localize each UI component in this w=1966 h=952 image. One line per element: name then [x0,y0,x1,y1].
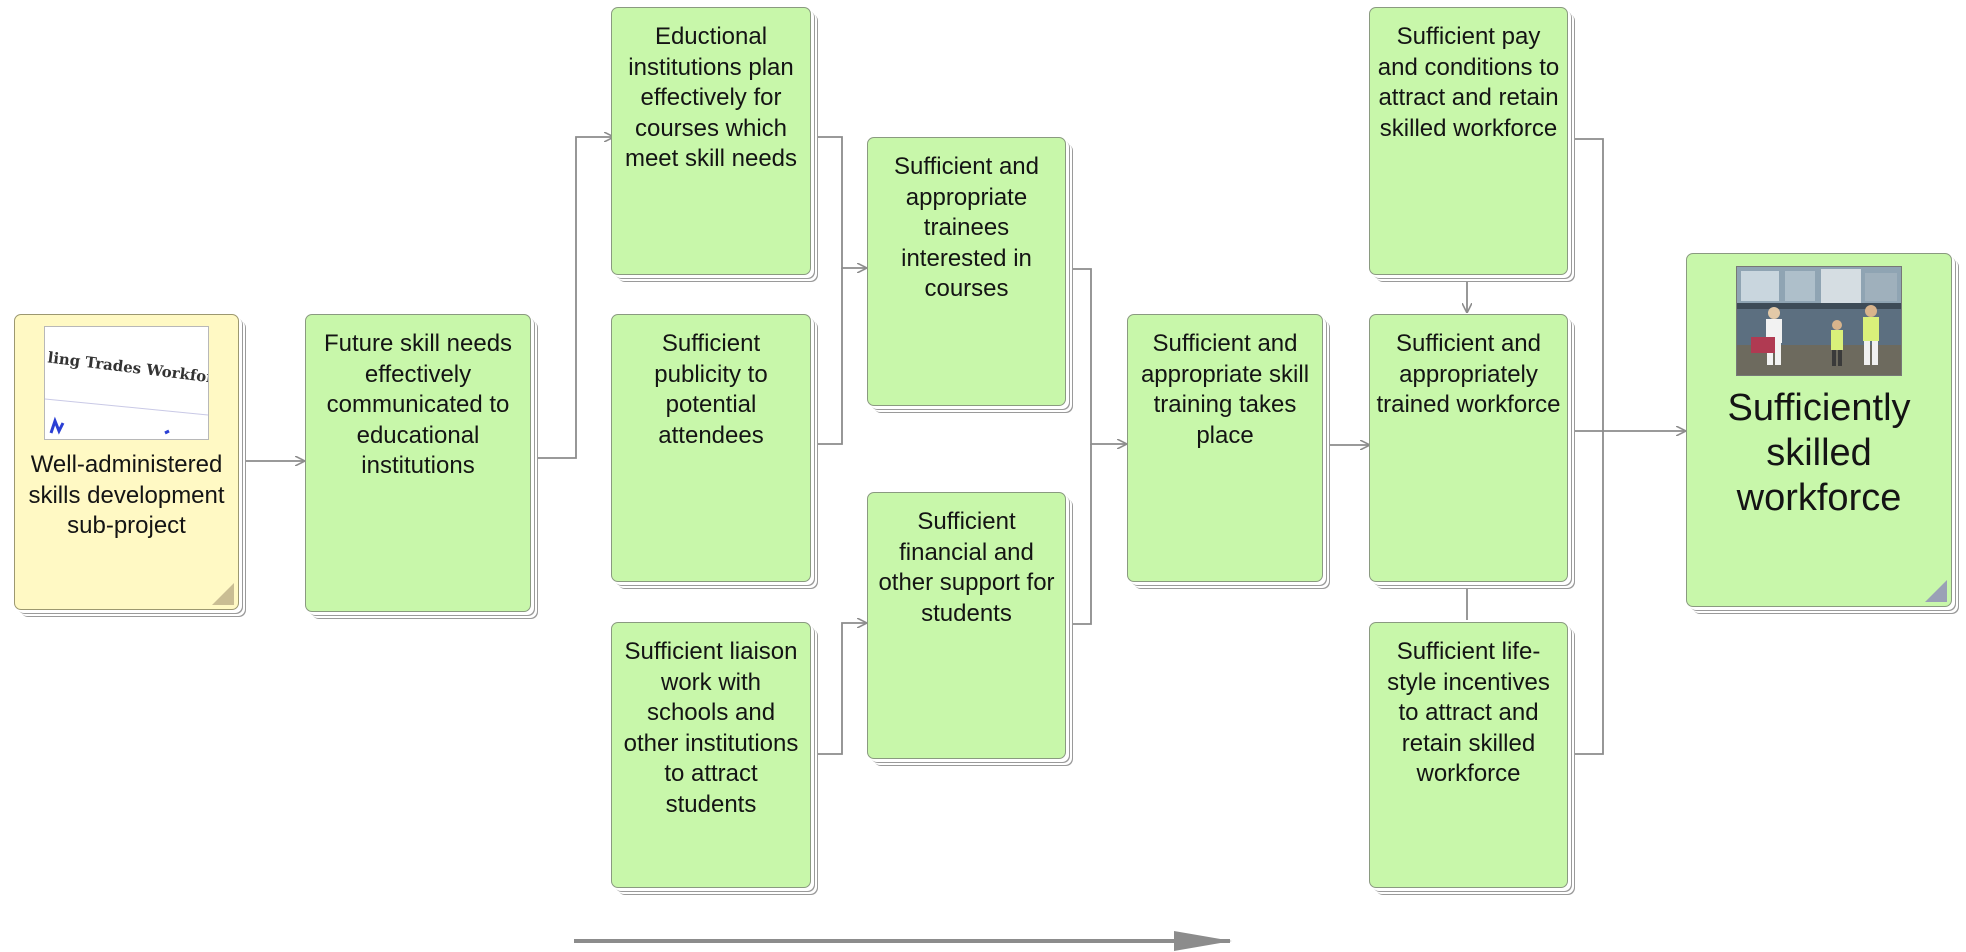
node-skilled-workforce[interactable]: Sufficiently skilled workforce [1686,253,1952,607]
node-skill-training-label: Sufficient and appropriate skill trainin… [1140,330,1310,449]
connector-publicity-trainees [811,268,843,445]
node-publicity-label: Sufficient publicity to potential attend… [654,330,768,449]
node-corner-fold [212,583,234,605]
node-lifestyle-label: Sufficient life-style incentives to attr… [1387,638,1550,787]
node-corner-fold [1925,580,1947,602]
node-future-skill-label: Future skill needs effectively communica… [323,330,513,479]
node-trained-workforce[interactable]: Sufficient and appropriately trained wor… [1369,314,1568,582]
node-financial[interactable]: Sufficient financial and other support f… [867,492,1066,759]
node-publicity[interactable]: Sufficient publicity to potential attend… [611,314,811,582]
connector-trainees-skillTraining [1066,268,1126,444]
connector-financial-skillTraining [1066,444,1092,625]
connector-liaison-financial [811,623,866,755]
node-skilled-workforce-label: Sufficiently skilled workforce [1727,387,1911,519]
node-eductional-plan-label: Eductional institutions plan effectively… [624,23,798,172]
node-trained-workforce-label: Sufficient and appropriately trained wor… [1376,330,1561,418]
connector-lifestyle-skilledWorkforce [1568,431,1604,755]
node-well-administered-label: Well-administered skills development sub… [28,451,225,539]
connector-payConditions-skilledWorkforce [1568,138,1685,431]
node-pay-conditions[interactable]: Sufficient pay and conditions to attract… [1369,7,1568,275]
node-well-administered[interactable]: ling Trades Workfor Well-administered sk… [14,314,239,610]
node-trainees-label: Sufficient and appropriate trainees inte… [894,153,1039,302]
document-thumbnail-icon: ling Trades Workfor [44,326,209,440]
node-trainees[interactable]: Sufficient and appropriate trainees inte… [867,137,1066,406]
node-liaison[interactable]: Sufficient liaison work with schools and… [611,622,811,888]
connector-eductionalPlan-trainees [811,136,866,268]
workforce-photo-image [1737,267,1901,375]
node-pay-conditions-label: Sufficient pay and conditions to attract… [1377,23,1560,142]
node-eductional-plan[interactable]: Eductional institutions plan effectively… [611,7,811,275]
connector-futureSkill-eductionalPlan [531,137,613,459]
node-future-skill[interactable]: Future skill needs effectively communica… [305,314,531,612]
node-skill-training[interactable]: Sufficient and appropriate skill trainin… [1127,314,1323,582]
node-financial-label: Sufficient financial and other support f… [878,508,1055,627]
node-lifestyle[interactable]: Sufficient life-style incentives to attr… [1369,622,1568,888]
thumbnail-marks [45,398,208,435]
workforce-photo-icon [1736,266,1902,376]
node-liaison-label: Sufficient liaison work with schools and… [623,638,799,818]
